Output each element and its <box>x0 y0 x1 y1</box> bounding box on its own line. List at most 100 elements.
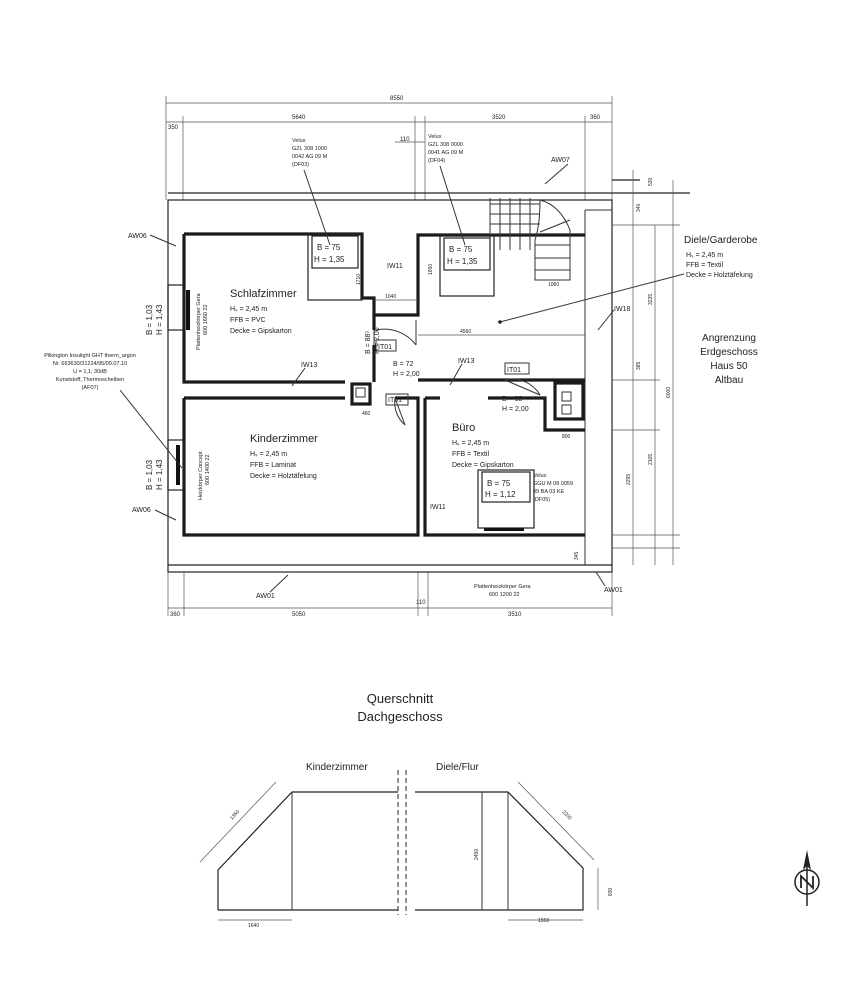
window-w1-height: H = 1,35 <box>314 255 345 264</box>
dim-bot-a: 360 <box>170 612 181 618</box>
room-floor: FFB = Laminat <box>250 462 296 469</box>
room-name: Diele/Garderobe <box>684 235 758 246</box>
dim-800: 800 <box>562 434 571 440</box>
dim-r-6000: 6000 <box>666 387 672 398</box>
glass-line-5: (AF07) <box>82 385 99 391</box>
room-name: Kinderzimmer <box>250 433 318 445</box>
wall-aw06b: AW06 <box>132 507 151 514</box>
dim-top-b: 110 <box>400 137 410 143</box>
door-d1-height: H = 2,00 <box>374 327 381 354</box>
door-swings <box>373 320 541 426</box>
chimney <box>553 381 585 421</box>
dim-bot-b: 110 <box>416 600 426 606</box>
dim-r-2295: 2295 <box>626 474 632 485</box>
window-w2-width: B = 75 <box>449 245 473 254</box>
wall-iw13b: IW13 <box>458 358 474 365</box>
wall-iw11b: IW11 <box>430 504 446 511</box>
skylight-df03: B = 75 H = 1,35 <box>307 233 363 301</box>
window-w2-height: H = 1,35 <box>447 257 478 266</box>
velux-df04-l3: 0041 AG 09 M <box>428 150 464 156</box>
north-arrow-icon <box>794 850 820 906</box>
side2-height: H = 1,43 <box>155 459 164 490</box>
dim-top-total: 8550 <box>390 96 404 102</box>
room-diele: Diele/Garderobe Hₛ = 2,45 m FFB = Textil… <box>498 235 758 324</box>
room-height: Hₛ = 2,45 m <box>250 451 287 458</box>
room-ceiling: Decke = Holztäfelung <box>686 272 753 279</box>
wall-iw11a: IW11 <box>387 263 403 270</box>
door-d3-width: B = 88⁵ <box>502 396 525 403</box>
dim-r-340: 340 <box>636 203 642 212</box>
velux-df03-l3: 0042 AG 09 M <box>292 154 328 160</box>
section-dim-height: 2450 <box>474 849 480 860</box>
door-labels: B = 88⁵ H = 2,00 IT01 B = 72 H = 2,00 IT… <box>365 327 530 413</box>
glass-line-2: Nr. 663630/31224/95/09.07.10 <box>53 361 127 367</box>
skylight-df05: B = 75 H = 1,12 <box>477 469 535 531</box>
room-floor: FFB = Textil <box>686 262 723 269</box>
outer-wall <box>167 199 613 573</box>
window-w1-width: B = 75 <box>317 243 341 252</box>
velux-df05-note: Velux GGU M 08 0059 09 BA 03 KE (DF05) <box>533 473 573 503</box>
glass-line-4: Kunststoff, Thermoscheiben <box>56 377 124 383</box>
glass-line-3: U = 1,1; 30dB <box>73 369 107 375</box>
neighbor-line-2: Erdgeschoss <box>700 347 758 358</box>
velux-df04-l1: Velux <box>428 134 442 140</box>
room-buero: Büro Hₛ = 2,45 m FFB = Textil Decke = Gi… <box>452 422 514 469</box>
velux-df03-l2: GZL 308 1000 <box>292 146 327 152</box>
dim-bot-left: 5050 <box>292 612 306 618</box>
interior-walls <box>182 232 585 537</box>
dim-1040: 1040 <box>385 294 396 300</box>
dim-1710: 1710 <box>356 274 362 285</box>
wall-type-labels: AW06 AW06 AW07 AW01 AW01 IW11 IW11 IW13 … <box>128 157 630 600</box>
neighbor-note: Angrenzung Erdgeschoss Haus 50 Altbau <box>700 333 758 386</box>
room-schlafzimmer: Schlafzimmer Hₛ = 2,45 m FFB = PVC Decke… <box>230 288 297 335</box>
room-ceiling: Decke = Holztäfelung <box>250 473 317 480</box>
velux-df05-l4: (DF05) <box>533 497 550 503</box>
wall-iw18: IW18 <box>614 306 630 313</box>
dim-top-left: 5640 <box>292 115 306 121</box>
window-w3-height: H = 1,12 <box>485 490 516 499</box>
internal-dimensions: 1710 1040 1650 1060 4560 800 460 345 <box>356 264 585 560</box>
velux-df04-note: Velux GZL 308 0000 0041 AG 09 M (DF04) <box>428 134 466 246</box>
velux-df05-l2: GGU M 08 0059 <box>533 481 573 487</box>
dim-345: 345 <box>574 551 580 560</box>
wall-iw13a: IW13 <box>301 362 317 369</box>
glass-line-1: Pilkington Insulight GHT therm_argon <box>44 353 136 359</box>
neighbor-line-4: Altbau <box>715 375 743 386</box>
dim-4560: 4560 <box>460 329 471 335</box>
wall-aw07: AW07 <box>551 157 570 164</box>
room-height: Hₛ = 2,45 m <box>230 306 267 313</box>
staircase <box>489 198 571 281</box>
dim-r-3235: 3235 <box>648 294 654 305</box>
door-d3-height: H = 2,00 <box>502 406 529 413</box>
wall-aw01a: AW01 <box>256 593 275 600</box>
velux-df05-l3: 09 BA 03 KE <box>533 489 565 495</box>
wall-aw06a: AW06 <box>128 233 147 240</box>
room-name: Büro <box>452 422 475 434</box>
heater-h1-model: Plattenheizkörper Gera <box>196 293 202 350</box>
room-ceiling: Decke = Gipskarton <box>230 328 292 335</box>
section-dim-slope-left: 1350 <box>229 809 241 821</box>
room-floor: FFB = Textil <box>452 451 489 458</box>
velux-df03-l4: (DF03) <box>292 162 309 168</box>
side2-width: B = 1,03 <box>145 459 154 490</box>
right-dimension-chain: 530 340 3235 385 2295 2105 6000 <box>612 170 680 565</box>
dim-top-a: 350 <box>168 125 179 131</box>
room-floor: FFB = PVC <box>230 317 266 324</box>
room-height: Hₛ = 2,45 m <box>686 252 723 259</box>
dim-1060: 1060 <box>548 282 559 288</box>
room-name: Schlafzimmer <box>230 288 297 300</box>
dim-1650: 1650 <box>428 264 434 275</box>
wall-aw01b: AW01 <box>604 587 623 594</box>
window-w3-width: B = 75 <box>487 479 511 488</box>
section-left-label: Kinderzimmer <box>306 762 368 773</box>
velux-df04-l2: GZL 308 0000 <box>428 142 463 148</box>
dim-r-530: 530 <box>648 177 654 186</box>
door-it01a: IT01 <box>378 344 392 351</box>
bottom-dimension-chain: 5050 3510 360 110 <box>167 572 613 618</box>
room-kinderzimmer: Kinderzimmer Hₛ = 2,45 m FFB = Laminat D… <box>250 433 318 480</box>
room-ceiling: Decke = Gipskarton <box>452 462 514 469</box>
top-dimension-chain: 8550 5640 3520 350 110 360 <box>165 96 613 200</box>
neighbor-line-3: Haus 50 <box>710 361 748 372</box>
cross-section: Querschnitt Dachgeschoss Kinderzimmer Di… <box>199 691 614 929</box>
